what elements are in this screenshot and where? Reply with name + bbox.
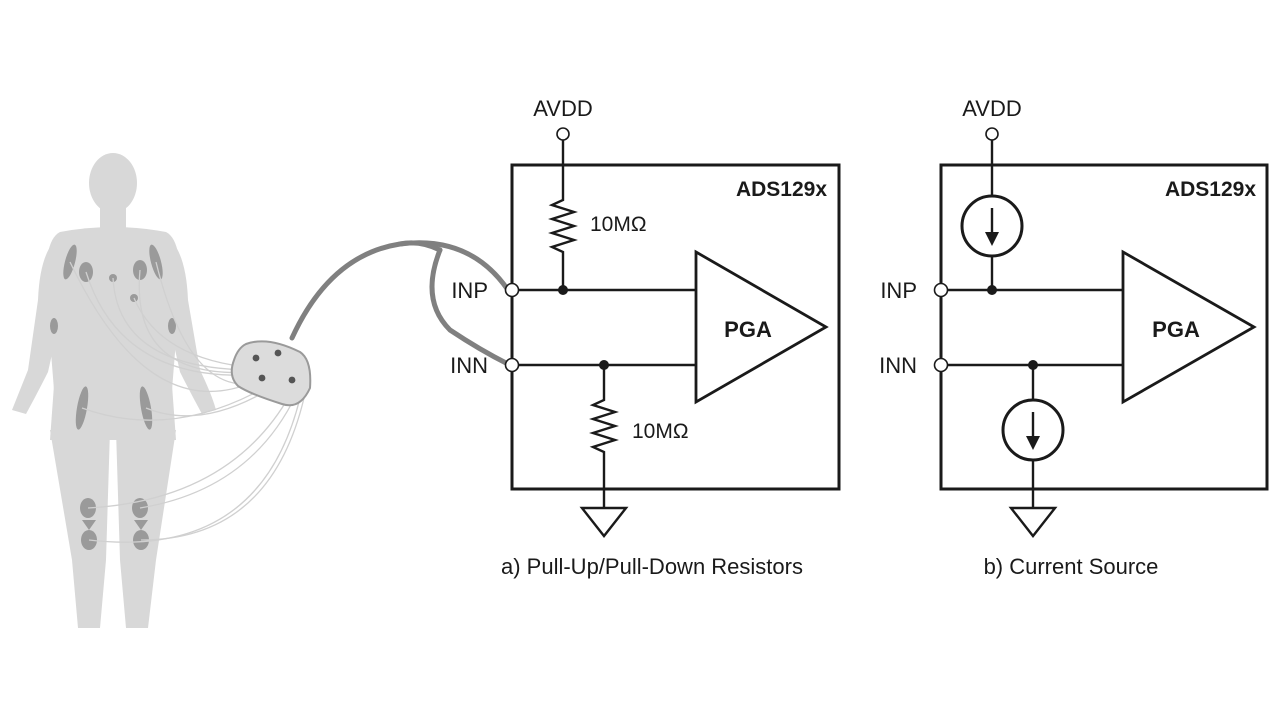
pullup-value: 10MΩ <box>590 213 647 236</box>
caption-a: a) Pull-Up/Pull-Down Resistors <box>501 554 803 579</box>
supply-terminal-a <box>556 127 570 141</box>
supply-label-b: AVDD <box>962 96 1022 121</box>
body-electrodes <box>50 244 176 550</box>
current-source-lower <box>1001 398 1065 462</box>
ground-symbol-a <box>579 506 629 538</box>
pga-label-a: PGA <box>724 317 772 342</box>
caption-b: b) Current Source <box>984 554 1159 579</box>
electrode-pod <box>230 340 312 407</box>
pulldown-value: 10MΩ <box>632 420 689 443</box>
supply-terminal-b <box>985 127 999 141</box>
input-pin-inn-a <box>504 357 520 373</box>
pga-label-b: PGA <box>1152 317 1200 342</box>
pulldown-resistor <box>589 365 619 508</box>
patient-cable <box>289 240 511 367</box>
pin-label-inn-a: INN <box>450 353 488 378</box>
electrode-lead-wires <box>69 261 305 543</box>
pullup-resistor <box>548 196 578 290</box>
pga-amplifier-b <box>1121 249 1257 405</box>
chip-label-a: ADS129x <box>736 178 827 201</box>
human-body-figure <box>12 153 216 628</box>
panel-b-current-source: ADS129x AVDD INP INN <box>879 96 1269 579</box>
pga-amplifier-a <box>694 249 829 405</box>
chip-label-b: ADS129x <box>1165 178 1256 201</box>
input-pin-inn-b <box>933 357 949 373</box>
supply-label-a: AVDD <box>533 96 593 121</box>
current-source-upper <box>960 194 1024 258</box>
input-pin-inp-b <box>933 282 949 298</box>
ground-symbol-b <box>1008 506 1058 538</box>
panel-a-pull-resistors: ADS129x AVDD 10MΩ INP INN 10MΩ PGA a) Pu… <box>450 96 841 579</box>
chip-boundary-a <box>510 163 841 491</box>
chip-boundary-b <box>939 163 1269 491</box>
pin-label-inp-a: INP <box>451 278 488 303</box>
input-pin-inp-a <box>504 282 520 298</box>
pin-label-inp-b: INP <box>880 278 917 303</box>
pin-label-inn-b: INN <box>879 353 917 378</box>
